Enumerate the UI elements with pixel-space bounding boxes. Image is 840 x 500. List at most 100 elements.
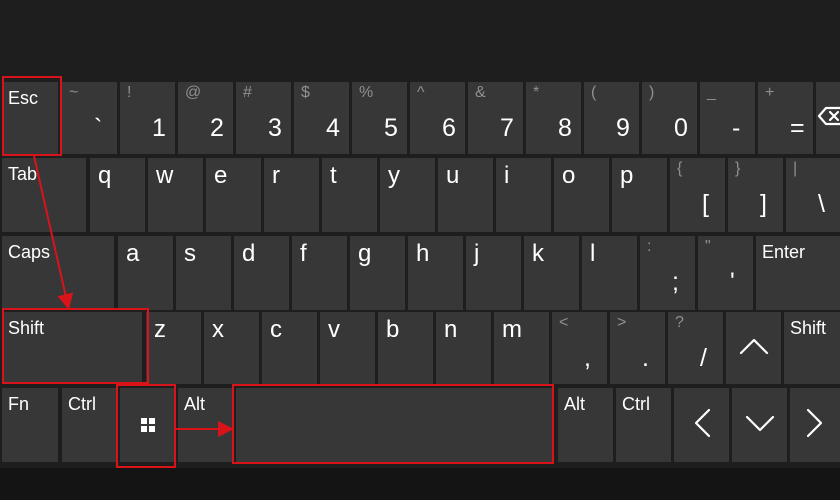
key-y[interactable]: y [380,158,435,232]
key-l[interactable]: l [582,236,637,310]
key-char: / [700,344,707,372]
key-char: s [184,240,196,267]
key-backspace[interactable] [816,82,840,154]
key-up[interactable] [726,312,781,384]
key-p[interactable]: p [612,158,667,232]
key-j[interactable]: j [466,236,521,310]
key-v[interactable]: v [320,312,375,384]
key-z[interactable]: z [146,312,201,384]
key-right[interactable] [790,388,840,462]
key-slash[interactable]: ?/ [668,312,723,384]
key-g[interactable]: g [350,236,405,310]
key-char: 2 [210,114,224,142]
key-shift-char: ) [649,84,655,101]
key-left[interactable] [674,388,729,462]
key-8[interactable]: *8 [526,82,581,154]
key-w[interactable]: w [148,158,203,232]
key-minus[interactable]: _- [700,82,755,154]
key-m[interactable]: m [494,312,549,384]
key-backslash[interactable]: |\ [786,158,840,232]
key-k[interactable]: k [524,236,579,310]
key-enter[interactable]: Enter [756,236,840,310]
key-s[interactable]: s [176,236,231,310]
key-char: a [126,240,140,267]
key-shift-char: ? [675,314,684,331]
key-esc[interactable]: Esc [2,82,58,154]
key-space[interactable] [236,388,554,462]
key-win[interactable] [120,388,175,462]
key-1[interactable]: !1 [120,82,175,154]
key-f[interactable]: f [292,236,347,310]
key-char: z [154,316,166,343]
arrow-left-icon [674,408,729,442]
key-char: j [474,240,480,267]
key-backtick[interactable]: ~` [62,82,117,154]
key-char: ; [672,268,679,296]
key-a[interactable]: a [118,236,173,310]
key-shift-char: } [735,160,741,177]
key-char: . [642,344,649,372]
backspace-icon [816,105,840,131]
key-lshift[interactable]: Shift [2,312,142,384]
key-label: Alt [184,394,206,414]
key-r[interactable]: r [264,158,319,232]
key-label: Shift [8,318,45,338]
key-altgr[interactable]: Alt [558,388,613,462]
key-down[interactable] [732,388,787,462]
key-b[interactable]: b [378,312,433,384]
key-char: d [242,240,256,267]
key-char: 5 [384,114,398,142]
key-o[interactable]: o [554,158,609,232]
key-char: v [328,316,340,343]
key-fn[interactable]: Fn [2,388,58,462]
key-comma[interactable]: <, [552,312,607,384]
arrow-up-icon [726,337,781,359]
key-lbracket[interactable]: {[ [670,158,725,232]
key-n[interactable]: n [436,312,491,384]
key-ctrl[interactable]: Ctrl [62,388,117,462]
key-char: 1 [152,114,166,142]
key-rshift[interactable]: Shift [784,312,840,384]
key-tab[interactable]: Tab [2,158,86,232]
key-char: o [562,162,576,189]
key-5[interactable]: %5 [352,82,407,154]
arrow-down-icon [732,414,787,436]
key-caps[interactable]: Caps [2,236,114,310]
key-i[interactable]: i [496,158,551,232]
key-7[interactable]: &7 [468,82,523,154]
key-2[interactable]: @2 [178,82,233,154]
key-char: h [416,240,430,267]
key-quote[interactable]: "' [698,236,753,310]
key-u[interactable]: u [438,158,493,232]
key-6[interactable]: ^6 [410,82,465,154]
key-3[interactable]: #3 [236,82,291,154]
key-equals[interactable]: += [758,82,813,154]
key-rctrl[interactable]: Ctrl [616,388,671,462]
key-shift-char: @ [185,84,202,101]
key-t[interactable]: t [322,158,377,232]
key-semicolon[interactable]: :; [640,236,695,310]
key-c[interactable]: c [262,312,317,384]
key-h[interactable]: h [408,236,463,310]
key-char: [ [702,190,709,218]
key-label: Caps [8,242,51,262]
key-char: k [532,240,544,267]
key-char: u [446,162,460,189]
key-alt[interactable]: Alt [178,388,233,462]
key-e[interactable]: e [206,158,261,232]
key-9[interactable]: (9 [584,82,639,154]
key-char: q [98,162,112,189]
key-rbracket[interactable]: }] [728,158,783,232]
key-period[interactable]: >. [610,312,665,384]
key-char: n [444,316,458,343]
key-shift-char: # [243,84,252,101]
key-char: , [584,344,591,372]
key-x[interactable]: x [204,312,259,384]
key-4[interactable]: $4 [294,82,349,154]
key-d[interactable]: d [234,236,289,310]
key-char: t [330,162,337,189]
key-0[interactable]: )0 [642,82,697,154]
key-q[interactable]: q [90,158,145,232]
key-shift-char: _ [707,84,716,101]
key-char: w [156,162,174,189]
